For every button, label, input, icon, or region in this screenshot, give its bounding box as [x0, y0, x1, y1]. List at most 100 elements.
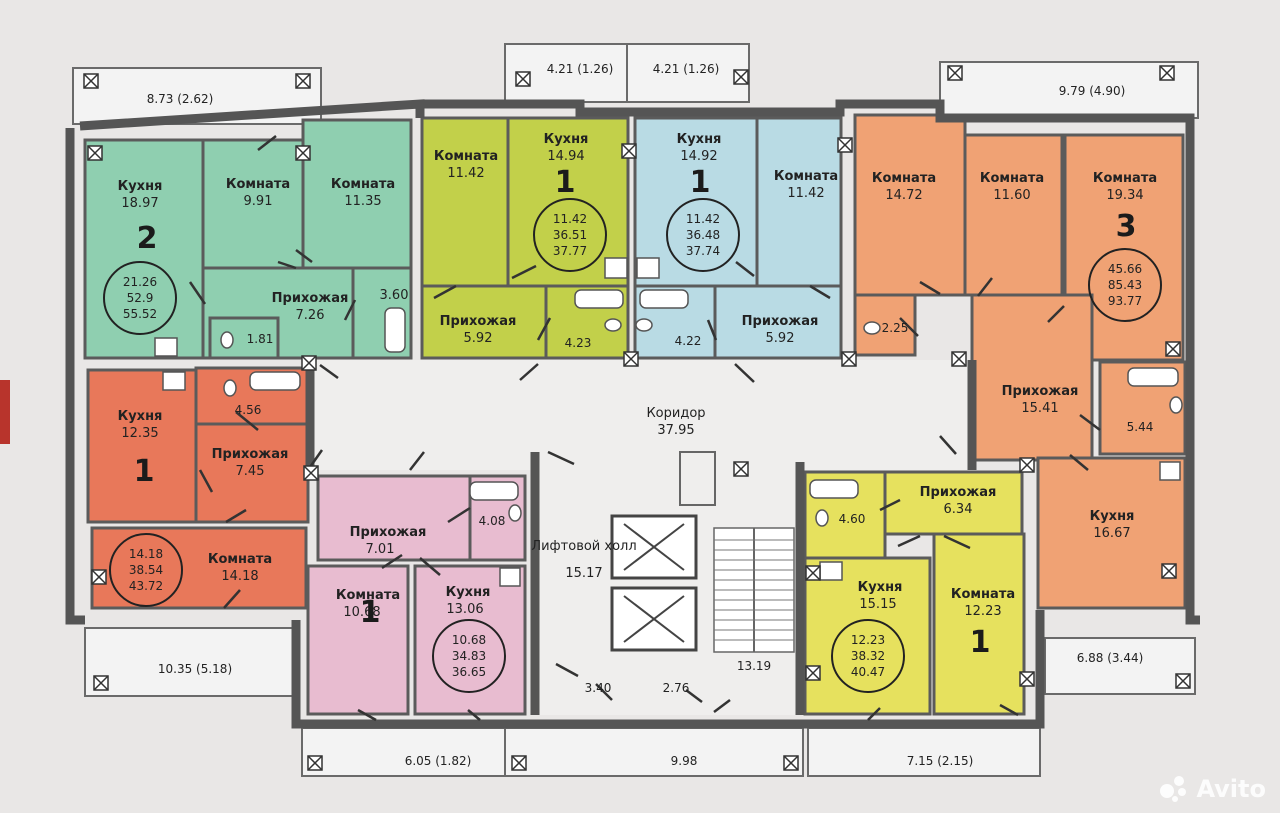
room-area-r31: 15.17 — [565, 566, 602, 581]
bathtub — [249, 371, 301, 391]
vent-shaft — [301, 355, 317, 371]
room-area-r6: 1.81 — [247, 332, 274, 346]
room-r2 — [201, 138, 305, 270]
vent-shaft — [947, 65, 963, 81]
balcony-b6 — [301, 727, 508, 777]
balcony-label-b3: 4.21 (1.26) — [653, 62, 720, 76]
room-area-r17: 19.34 — [1106, 188, 1143, 203]
room-area-r24: 7.45 — [236, 464, 265, 479]
room-title-r4: Прихожая — [272, 291, 349, 306]
apartment-total-balcony-a5: 43.72 — [129, 579, 163, 593]
apartment-total-a5: 38.54 — [129, 563, 163, 577]
vent-shaft — [1019, 457, 1035, 473]
room-labels: Кухня 18.97 Комната 9.91 Комната 11.35 П… — [118, 132, 1158, 695]
watermark: Avito — [1160, 775, 1266, 803]
room-r37 — [803, 556, 932, 716]
room-title-r2: Комната — [226, 177, 290, 192]
apartment-living-a4: 45.66 — [1108, 262, 1142, 276]
walls — [65, 99, 1200, 729]
room-area-r16: 11.60 — [993, 188, 1030, 203]
room-title-r11: Кухня — [677, 132, 722, 147]
room-area-r4: 7.26 — [296, 308, 325, 323]
room-r29 — [306, 564, 410, 716]
toilet — [223, 379, 237, 397]
toilet — [604, 318, 622, 332]
vent-shaft — [733, 461, 749, 477]
balcony-label-b5: 10.35 (5.18) — [158, 662, 232, 676]
toilet — [1169, 396, 1183, 414]
vent-shaft — [951, 351, 967, 367]
balcony-labels: 8.73 (2.62) 4.21 (1.26) 4.21 (1.26) 9.79… — [147, 62, 1144, 768]
balcony-b9 — [1044, 637, 1196, 695]
room-title-r21: Кухня — [1090, 509, 1135, 524]
vent-shaft — [1165, 341, 1181, 357]
room-r3 — [301, 118, 413, 270]
apartment-yellow — [803, 470, 1026, 716]
room-title-r27: Прихожая — [350, 525, 427, 540]
vent-shaft — [841, 351, 857, 367]
room-r12 — [755, 116, 843, 300]
balcony-label-b6: 6.05 (1.82) — [405, 754, 472, 768]
apartment-rooms-a5: 1 — [134, 454, 155, 489]
balcony-b5 — [84, 627, 294, 697]
balcony-label-b8: 7.15 (2.15) — [907, 754, 974, 768]
room-title-r25: Комната — [208, 552, 272, 567]
vent-shaft — [295, 145, 311, 161]
room-area-r11: 14.92 — [680, 149, 717, 164]
apartment-living-a3: 11.42 — [686, 212, 720, 226]
vent-shaft — [805, 665, 821, 681]
room-title-r29: Комната — [336, 588, 400, 603]
apartment-total-a7: 38.32 — [851, 649, 885, 663]
room-area-r12: 11.42 — [787, 186, 824, 201]
room-title-r17: Комната — [1093, 171, 1157, 186]
room-area-r35: 6.34 — [944, 502, 973, 517]
room-area-r29: 10.68 — [343, 605, 380, 620]
vent-shaft — [805, 565, 821, 581]
room-title-r7: Комната — [434, 149, 498, 164]
room-area-r28: 4.08 — [479, 514, 506, 528]
room-r30 — [413, 564, 527, 716]
sink — [636, 257, 660, 279]
room-area-r27: 7.01 — [366, 542, 395, 557]
vent-shaft — [1161, 563, 1177, 579]
apartment-rooms-a3: 1 — [690, 165, 711, 200]
room-title-r3: Комната — [331, 177, 395, 192]
balcony-label-b4: 9.79 (4.90) — [1059, 84, 1126, 98]
apartment-living-a5: 14.18 — [129, 547, 163, 561]
room-title-r30: Кухня — [446, 585, 491, 600]
room-title-r8: Кухня — [544, 132, 589, 147]
apartment-green — [83, 118, 413, 360]
room-area-r19: 15.41 — [1021, 401, 1058, 416]
room-area-r5: 3.60 — [380, 288, 409, 303]
room-r7 — [420, 116, 510, 300]
sink — [162, 371, 186, 391]
room-title-r38: Комната — [951, 587, 1015, 602]
room-r38 — [932, 532, 1026, 716]
vent-shaft — [295, 73, 311, 89]
apartment-total-balcony-a6: 36.65 — [452, 665, 486, 679]
apartment-rooms-a4: 3 — [1116, 209, 1137, 244]
room-r1 — [83, 138, 205, 360]
room-r16 — [963, 133, 1064, 297]
apartment-total-balcony-a2: 37.77 — [553, 244, 587, 258]
room-area-r1: 18.97 — [121, 196, 158, 211]
apartment-total-a6: 34.83 — [452, 649, 486, 663]
apartment-total-a3: 36.48 — [686, 228, 720, 242]
apartment-rooms-a2: 1 — [555, 165, 576, 200]
room-area-r13: 5.92 — [766, 331, 795, 346]
vent-shaft — [1159, 65, 1175, 81]
room-title-r1: Кухня — [118, 179, 163, 194]
room-r6 — [208, 316, 280, 360]
room-area-r33: 2.76 — [663, 681, 690, 695]
apartment-total-balcony-a7: 40.47 — [851, 665, 885, 679]
room-area-r10: 4.23 — [565, 336, 592, 350]
balcony-b3 — [626, 43, 750, 103]
bathtub — [574, 289, 624, 309]
vent-shaft — [733, 69, 749, 85]
vent-shaft — [307, 755, 323, 771]
room-title-r13: Прихожая — [742, 314, 819, 329]
toilet — [815, 509, 829, 527]
apartment-circles — [103, 198, 1162, 693]
sink — [499, 567, 521, 587]
